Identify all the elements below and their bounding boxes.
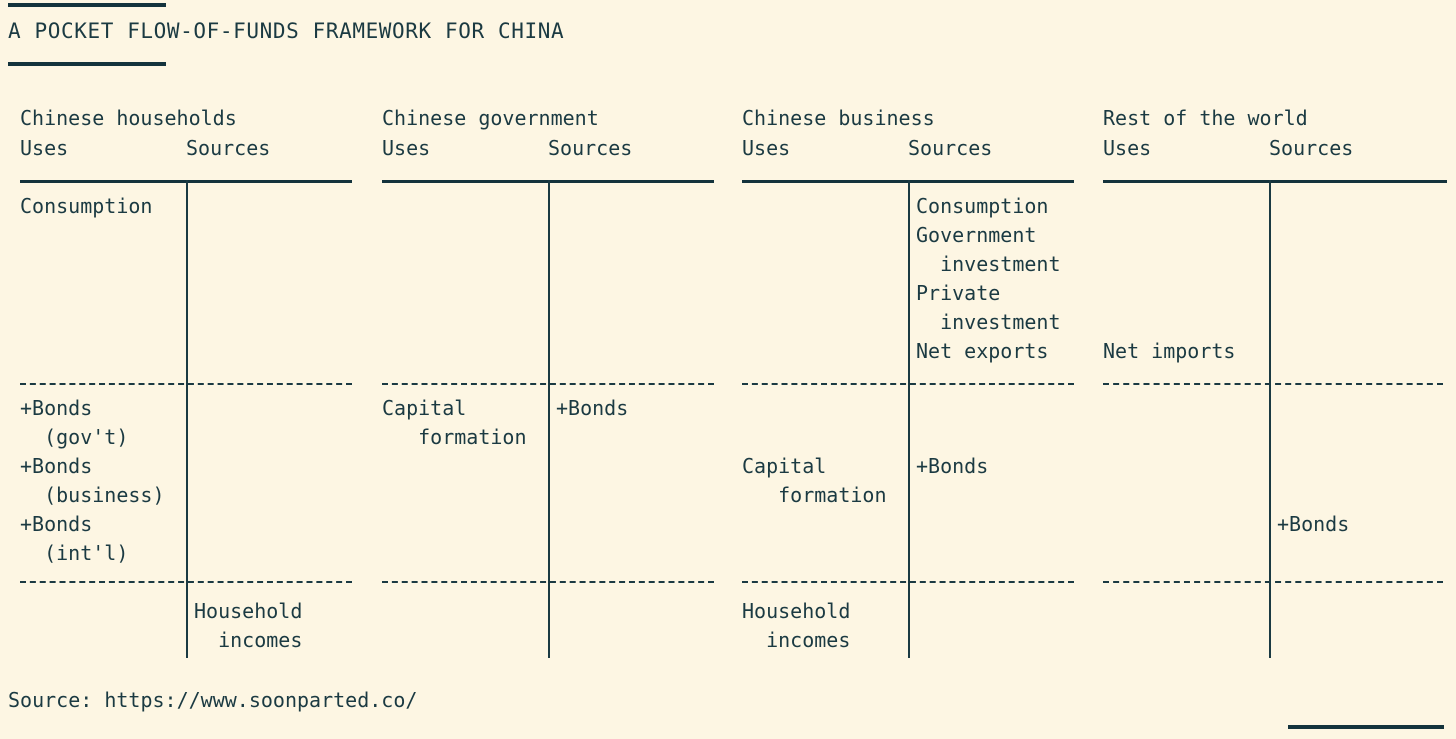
sector-title: Chinese business [742, 106, 935, 130]
cell-line: investment [916, 310, 1061, 334]
sector-chinese-business: Chinese business Uses Sources Consumptio… [734, 108, 1087, 660]
cell-line: (int'l) [20, 541, 129, 565]
cell-line: +Bonds [556, 396, 629, 420]
cell-line: +Bonds [1277, 512, 1350, 536]
column-header-uses: Uses [20, 136, 69, 160]
sector-rest-of-the-world: Rest of the world Uses Sources Net impor… [1095, 108, 1448, 660]
band-divider-1 [382, 383, 714, 385]
cell-line: incomes [194, 628, 303, 652]
band-divider-2 [20, 581, 352, 583]
uses-sources-divider [186, 180, 188, 658]
cell-line: +Bonds [916, 454, 989, 478]
band-divider-1 [20, 383, 352, 385]
cell-line: +Bonds [20, 512, 93, 536]
column-header-uses: Uses [1103, 136, 1152, 160]
cell-line: incomes [742, 628, 851, 652]
cell-line: Consumption [916, 194, 1049, 218]
cell-line: +Bonds [20, 454, 93, 478]
uses-sources-divider [1269, 180, 1271, 658]
cell-line: (business) [20, 483, 165, 507]
source-attribution: Source: https://www.soonparted.co/ [8, 688, 418, 712]
decorative-rule-bottom [1288, 725, 1444, 729]
cell-line: Consumption [20, 194, 153, 218]
cell-line: Private [916, 281, 1001, 305]
sector-chinese-households: Chinese households Uses Sources Consumpt… [12, 108, 365, 660]
cell-line: Capital [742, 454, 827, 478]
sector-chinese-government: Chinese government Uses Sources Capital … [374, 108, 727, 660]
band-divider-1 [1103, 383, 1443, 385]
band-divider-2 [742, 581, 1074, 583]
column-header-sources: Sources [908, 136, 993, 160]
decorative-rule-top [8, 3, 166, 7]
sector-title: Rest of the world [1103, 106, 1308, 130]
cell-middle-sources: +Bonds [1277, 510, 1443, 539]
band-divider-2 [1103, 581, 1443, 583]
column-header-sources: Sources [186, 136, 271, 160]
band-divider-2 [382, 581, 714, 583]
cell-line: Government [916, 223, 1037, 247]
column-header-sources: Sources [548, 136, 633, 160]
cell-line: formation [742, 483, 887, 507]
column-header-sources: Sources [1269, 136, 1354, 160]
sector-title: Chinese households [20, 106, 237, 130]
cell-middle-sources: +Bonds [916, 452, 1082, 481]
cell-middle-uses: +Bonds (gov't) +Bonds (business) +Bonds (i… [20, 394, 182, 568]
cell-line: formation [382, 425, 527, 449]
decorative-rule-under-title [8, 62, 166, 66]
cell-middle-uses: Capital formation [382, 394, 544, 452]
cell-top-uses: Net imports [1103, 337, 1265, 366]
cell-line: Household [194, 599, 303, 623]
uses-sources-divider [548, 180, 550, 658]
cell-line: Net imports [1103, 339, 1236, 363]
column-header-uses: Uses [382, 136, 431, 160]
cell-line: Capital [382, 396, 467, 420]
cell-line: Net exports [916, 339, 1049, 363]
cell-line: (gov't) [20, 425, 129, 449]
column-header-uses: Uses [742, 136, 791, 160]
cell-line: Household [742, 599, 851, 623]
cell-line: +Bonds [20, 396, 93, 420]
cell-line: investment [916, 252, 1061, 276]
cell-top-uses: Consumption [20, 192, 182, 221]
cell-middle-uses: Capital formation [742, 452, 904, 510]
band-divider-1 [742, 383, 1074, 385]
cell-middle-sources: +Bonds [556, 394, 722, 423]
page-title: A POCKET FLOW-OF-FUNDS FRAMEWORK FOR CHI… [8, 19, 565, 43]
cell-bottom-sources: Household incomes [194, 597, 360, 655]
sector-title: Chinese government [382, 106, 599, 130]
uses-sources-divider [908, 180, 910, 658]
header-rule [1103, 180, 1447, 183]
cell-bottom-uses: Household incomes [742, 597, 904, 655]
